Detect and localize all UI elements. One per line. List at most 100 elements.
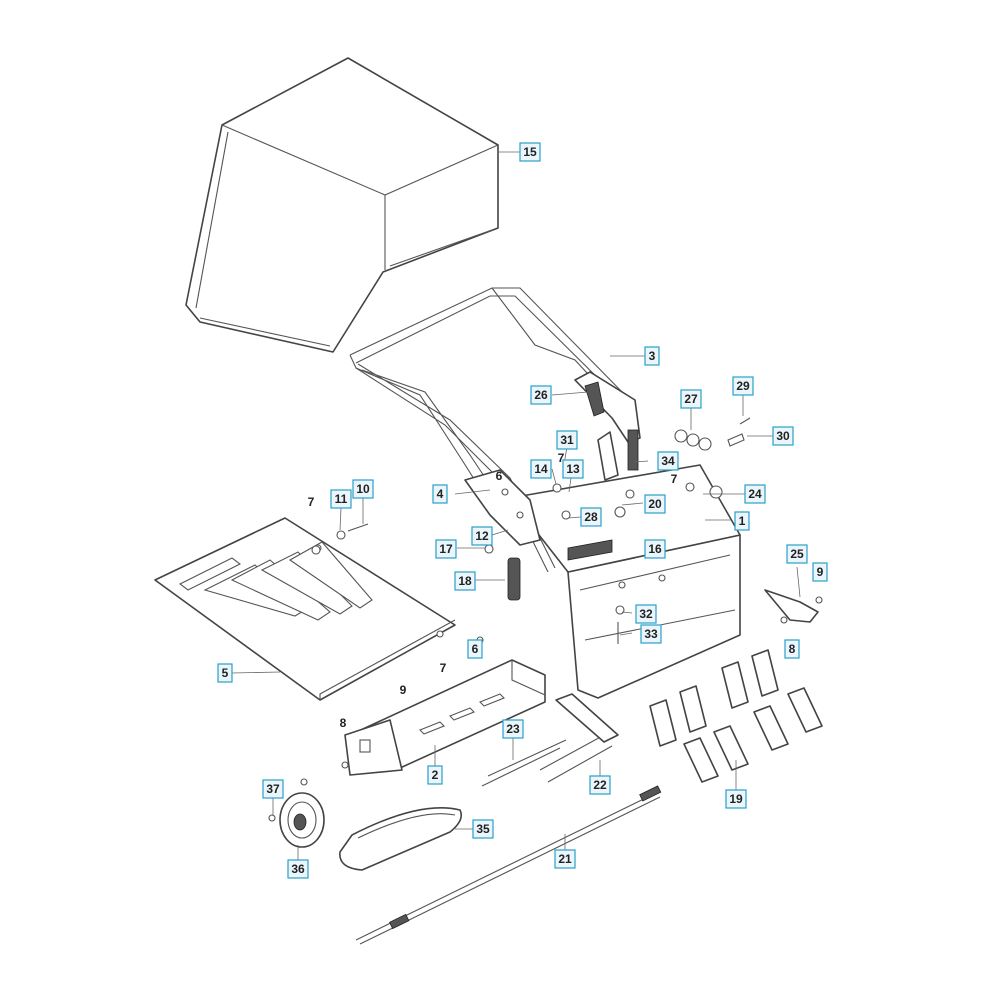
svg-text:36: 36	[291, 862, 305, 876]
pulley	[279, 792, 325, 848]
callout-10: 10	[352, 479, 374, 499]
svg-text:31: 31	[560, 433, 574, 447]
label-7-near-31: 7	[558, 451, 565, 465]
svg-text:33: 33	[644, 627, 658, 641]
callout-32: 32	[635, 604, 657, 624]
svg-text:8: 8	[340, 716, 347, 730]
rods	[481, 733, 613, 787]
svg-text:6: 6	[472, 642, 479, 656]
leader-lines	[231, 151, 801, 860]
callout-1: 1	[734, 511, 750, 531]
svg-text:18: 18	[458, 574, 472, 588]
nut	[685, 482, 723, 499]
label-7-near-34: 7	[671, 472, 678, 486]
svg-text:30: 30	[776, 429, 790, 443]
svg-text:29: 29	[736, 379, 750, 393]
svg-text:6: 6	[496, 469, 503, 483]
svg-text:35: 35	[476, 822, 490, 836]
svg-text:3: 3	[649, 349, 656, 363]
svg-text:22: 22	[593, 778, 607, 792]
svg-text:15: 15	[523, 145, 537, 159]
lever	[574, 371, 641, 443]
callout-5: 5	[217, 663, 233, 683]
svg-text:7: 7	[558, 451, 565, 465]
callout-18: 18	[454, 571, 476, 591]
callout-22: 22	[589, 775, 611, 795]
svg-text:32: 32	[639, 607, 653, 621]
callout-20: 20	[644, 494, 666, 514]
svg-text:24: 24	[748, 487, 762, 501]
callout-29: 29	[732, 376, 754, 396]
callout-17: 17	[435, 539, 457, 559]
svg-text:8: 8	[789, 642, 796, 656]
callout-25: 25	[786, 544, 808, 564]
svg-text:14: 14	[534, 462, 548, 476]
svg-text:28: 28	[584, 510, 598, 524]
callout-2: 2	[427, 765, 443, 785]
callout-11: 11	[330, 489, 352, 509]
callout-28: 28	[580, 507, 602, 527]
callout-13: 13	[562, 459, 584, 479]
blades	[649, 649, 823, 783]
callout-15: 15	[519, 142, 541, 162]
callout-31: 31	[556, 430, 578, 450]
svg-text:20: 20	[648, 497, 662, 511]
svg-text:1: 1	[739, 514, 746, 528]
label-7-plate-front: 7	[440, 661, 447, 675]
cable	[355, 785, 662, 945]
callout-23: 23	[502, 719, 524, 739]
callout-33: 33	[640, 624, 662, 644]
side-guard	[764, 589, 819, 623]
callout-27: 27	[680, 389, 702, 409]
svg-text:19: 19	[729, 792, 743, 806]
svg-text:12: 12	[475, 529, 489, 543]
callout-12: 12	[471, 526, 493, 546]
callout-35: 35	[472, 819, 494, 839]
label-9-bracket: 9	[400, 683, 407, 697]
callout-30: 30	[772, 426, 794, 446]
svg-text:5: 5	[222, 666, 229, 680]
grass-catcher-bag	[185, 57, 499, 353]
svg-text:7: 7	[308, 495, 315, 509]
svg-text:21: 21	[558, 852, 572, 866]
svg-text:16: 16	[648, 542, 662, 556]
svg-text:13: 13	[566, 462, 580, 476]
svg-text:7: 7	[440, 661, 447, 675]
svg-text:25: 25	[790, 547, 804, 561]
callout-16: 16	[644, 539, 666, 559]
pivot-bracket	[464, 469, 541, 546]
top-plate	[154, 517, 484, 701]
washers	[674, 429, 712, 451]
callout-9: 9	[812, 562, 828, 582]
svg-text:37: 37	[266, 782, 280, 796]
callout-26: 26	[530, 385, 552, 405]
callout-6: 6	[467, 639, 483, 659]
svg-text:7: 7	[671, 472, 678, 486]
callout-21: 21	[554, 849, 576, 869]
label-6-bracket: 6	[496, 469, 503, 483]
callout-34: 34	[657, 451, 679, 471]
callout-8: 8	[784, 639, 800, 659]
pins	[727, 417, 751, 447]
callout-3: 3	[644, 346, 660, 366]
svg-text:11: 11	[335, 492, 348, 506]
latch-rod	[597, 429, 639, 518]
svg-text:9: 9	[817, 565, 824, 579]
callout-37: 37	[262, 779, 284, 799]
callout-4: 4	[432, 484, 448, 504]
callout-24: 24	[744, 484, 766, 504]
callout-36: 36	[287, 859, 309, 879]
svg-text:26: 26	[534, 388, 548, 402]
label-7-top-plate: 7	[308, 495, 315, 509]
svg-text:34: 34	[661, 454, 675, 468]
rear-deflector-body	[509, 464, 741, 699]
svg-text:2: 2	[432, 768, 439, 782]
svg-text:10: 10	[356, 482, 370, 496]
svg-text:17: 17	[439, 542, 453, 556]
small-plate	[555, 693, 619, 743]
callout-19: 19	[725, 789, 747, 809]
belt	[339, 807, 463, 871]
label-8-bracket: 8	[340, 716, 347, 730]
latch-spring	[507, 557, 521, 601]
